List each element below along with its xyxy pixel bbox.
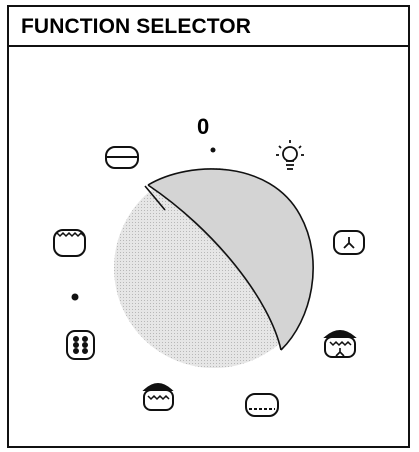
fan-only-icon [333, 230, 365, 255]
fan-grill-icon [323, 330, 357, 358]
bottom-heat-icon [245, 393, 279, 417]
page-title: FUNCTION SELECTOR [21, 15, 251, 38]
title-bar: FUNCTION SELECTOR [9, 7, 408, 47]
position-dot [71, 293, 79, 301]
function-selector-panel: FUNCTION SELECTOR [7, 5, 410, 448]
oven-light-icon [276, 140, 304, 170]
knob-pointer-ridge [147, 184, 282, 351]
zero-position-label: 0 [197, 114, 210, 139]
multi-burner-defrost-icon [66, 330, 95, 360]
full-grill-icon [53, 229, 86, 257]
conventional-oven-icon [105, 146, 139, 169]
knob-pointer-line [144, 185, 166, 211]
zero-position-dot [210, 147, 216, 153]
top-heat-grill-icon [142, 383, 174, 411]
knob-outline [147, 168, 314, 351]
